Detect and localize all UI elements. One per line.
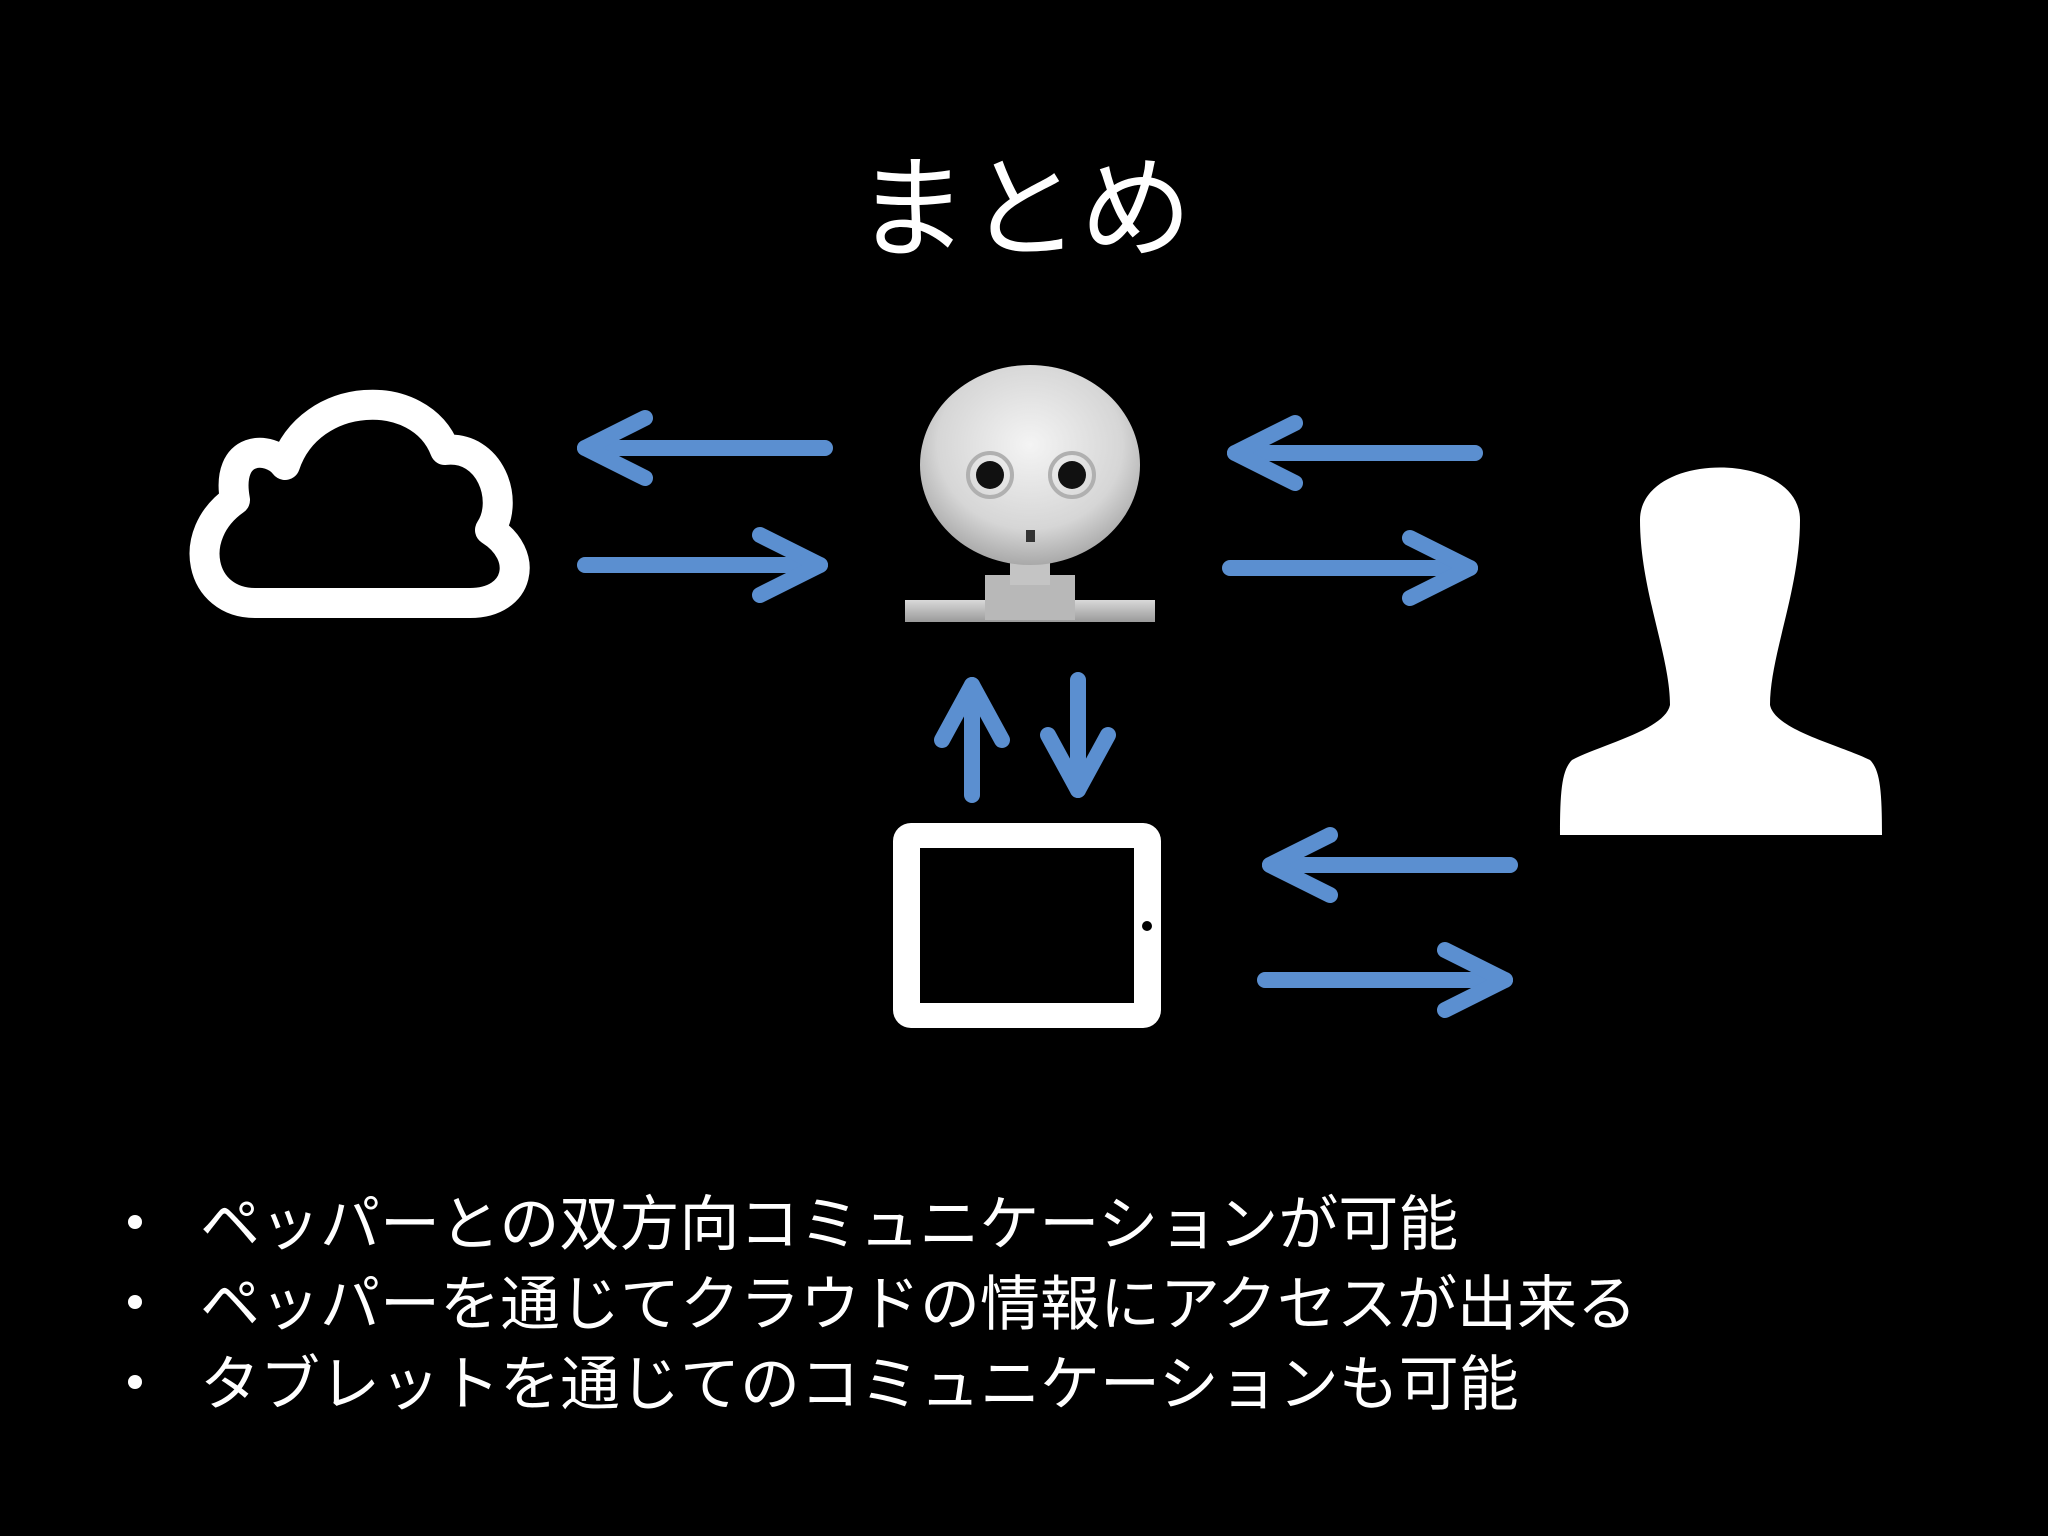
bullet-text: ペッパーとの双方向コミュニケーションが可能: [200, 1190, 1459, 1260]
bullet-item: タブレットを通じてのコミュニケーションも可能: [120, 1345, 1980, 1425]
person-icon: [1560, 467, 1882, 835]
bullet-list: ペッパーとの双方向コミュニケーションが可能 ペッパーを通じてクラウドの情報にアク…: [120, 1185, 1980, 1425]
arrow-tablet-to-person: [1257, 942, 1513, 1018]
arrow-robot-to-person: [1222, 530, 1478, 606]
bullet-item: ペッパーとの双方向コミュニケーションが可能: [120, 1185, 1980, 1265]
arrow-tablet-to-robot: [934, 677, 1010, 803]
bullet-dot: [128, 1215, 142, 1229]
tablet-icon: [893, 823, 1161, 1028]
arrow-cloud-to-robot: [577, 527, 828, 603]
arrow-person-to-robot: [1227, 415, 1483, 491]
cloud-icon: [189, 389, 530, 618]
robot-icon: [905, 365, 1155, 622]
bullet-text: タブレットを通じてのコミュニケーションも可能: [200, 1350, 1519, 1420]
slide-title: まとめ: [856, 145, 1192, 275]
arrow-robot-to-cloud: [577, 410, 833, 486]
bullet-item: ペッパーを通じてクラウドの情報にアクセスが出来る: [120, 1265, 1980, 1345]
arrow-person-to-tablet: [1262, 827, 1518, 903]
bullet-dot: [128, 1295, 142, 1309]
bullet-dot: [128, 1375, 142, 1389]
arrow-robot-to-tablet: [1040, 672, 1116, 798]
bullet-text: ペッパーを通じてクラウドの情報にアクセスが出来る: [200, 1270, 1637, 1340]
